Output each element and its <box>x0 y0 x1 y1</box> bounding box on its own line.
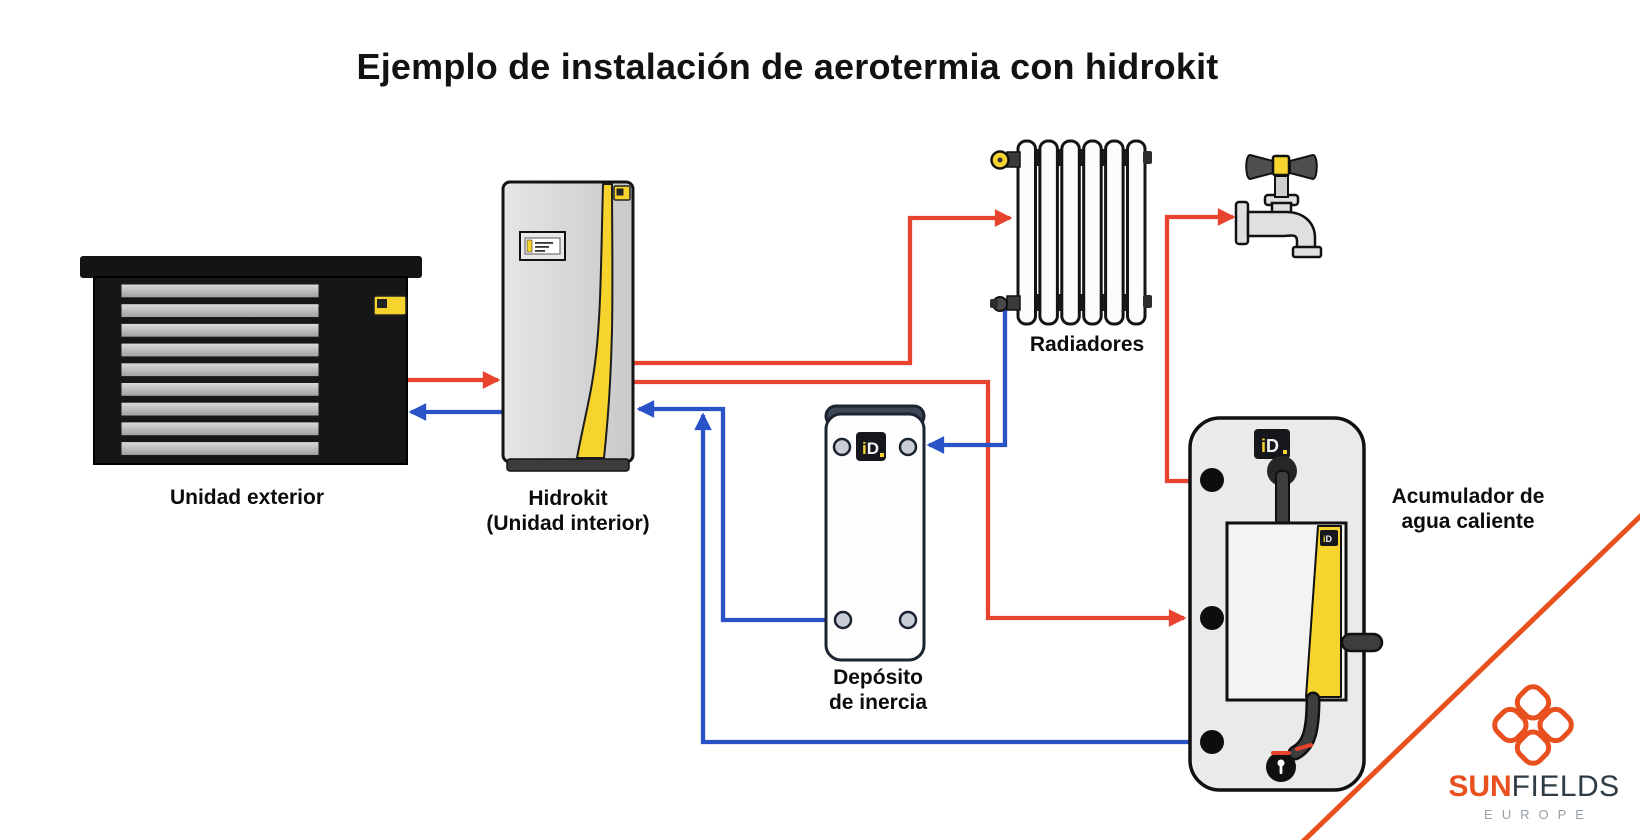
dhw-tank-label-line2: agua caliente <box>1401 509 1535 533</box>
buffer-badge-d: D <box>867 439 879 458</box>
faucet-handle-center <box>1271 154 1291 177</box>
dhw-tank-label: Acumulador de agua caliente <box>1368 485 1568 535</box>
buffer-tank-label: Depósito de inercia <box>778 666 978 716</box>
svg-text:iD: iD <box>1323 534 1333 544</box>
pipes-cold <box>408 306 1216 745</box>
dhw-side-handle <box>1340 632 1384 653</box>
brand-wordmark: SUNFIELDS EUROPE <box>1428 770 1640 822</box>
outdoor-unit <box>80 256 422 465</box>
radiator-bottom-valve <box>990 295 1021 312</box>
svg-text:iD: iD <box>1261 436 1279 456</box>
dhw-top-pipe <box>1275 470 1290 528</box>
hidrokit-brand-badge-mark <box>616 188 624 196</box>
buffer-badge-i: i <box>862 439 867 458</box>
dhw-badge-d: D <box>1266 436 1279 456</box>
radiator-top-valve <box>990 150 1021 170</box>
radiator-slats <box>1016 139 1147 326</box>
brand-clover-logo <box>1492 684 1574 766</box>
hidrokit-label: Hidrokit (Unidad interior) <box>468 487 668 537</box>
radiator-bottom-manifold <box>1018 294 1145 311</box>
dhw-stripe-badge-i: i <box>1323 534 1326 544</box>
outdoor-unit-brand-badge-mark <box>377 299 387 308</box>
brand-sun: SUN <box>1448 770 1512 803</box>
radiator <box>990 139 1152 326</box>
hidrokit-body <box>501 180 635 464</box>
radiators-label: Radiadores <box>1029 333 1145 356</box>
dhw-tank-brand-badge: iD <box>1254 429 1290 459</box>
dhw-module-yellow-stripe <box>1305 525 1342 698</box>
pipe-cold-dhw-tank-to-hidrokit <box>694 412 1216 745</box>
faucet-inlet-flange <box>1234 200 1250 246</box>
page-title: Ejemplo de instalación de aerotermia con… <box>356 46 1219 87</box>
faucet-handle-right <box>1289 154 1318 180</box>
dhw-bottom-pipe <box>1290 694 1318 758</box>
hidrokit-base <box>506 458 630 472</box>
pipe-cold-radiators-to-buffer <box>926 306 1008 454</box>
outdoor-unit-label: Unidad exterior <box>169 486 325 509</box>
dhw-drain-valve <box>1266 751 1296 782</box>
radiator-right-nub-bottom <box>1143 295 1152 308</box>
buffer-tank-body <box>824 412 926 662</box>
radiator-top-manifold <box>1018 149 1145 166</box>
faucet-outlet-flange <box>1291 245 1323 259</box>
buffer-tank: iD <box>824 404 926 662</box>
dhw-tank-label-line1: Acumulador de <box>1391 485 1545 508</box>
pipe-hot-dhw-tank-to-faucet <box>1164 208 1236 484</box>
hidrokit-display <box>519 231 566 261</box>
faucet-spout <box>1246 210 1317 250</box>
dhw-badge-i: i <box>1261 436 1266 456</box>
buffer-port-top-left <box>832 437 852 457</box>
dhw-stripe-badge: iD <box>1320 530 1338 546</box>
outdoor-unit-cap <box>80 256 422 278</box>
buffer-tank-label-line2: de inercia <box>828 690 928 714</box>
hidrokit-label-line1: Hidrokit <box>528 487 608 510</box>
dhw-port-middle <box>1200 606 1224 630</box>
dhw-port-top <box>1200 468 1224 492</box>
brand-diagonal-line <box>1300 513 1640 840</box>
dhw-stripe-badge-d: D <box>1326 534 1333 544</box>
dhw-port-bottom <box>1200 730 1224 754</box>
outdoor-unit-louvers <box>120 283 320 456</box>
pipe-cold-buffer-to-hidrokit <box>636 400 846 623</box>
buffer-tank-label-line1: Depósito <box>833 666 923 689</box>
radiator-right-nub-top <box>1143 151 1152 164</box>
faucet-stem <box>1274 175 1289 198</box>
pipes-hot <box>407 208 1236 627</box>
hidrokit-yellow-stripe <box>576 183 614 459</box>
dhw-pipe-red-mark <box>1295 743 1313 751</box>
buffer-port-bottom-right <box>898 610 918 630</box>
faucet-handle-left <box>1245 154 1274 180</box>
brand-europe: EUROPE <box>1484 807 1593 822</box>
buffer-tank-ports <box>832 437 918 630</box>
svg-text:iD: iD <box>862 439 879 458</box>
buffer-port-bottom-left <box>833 610 853 630</box>
dhw-tank: iD iD <box>1188 416 1384 792</box>
hidrokit-unit <box>501 180 635 472</box>
brand-fields: FIELDS <box>1511 770 1620 803</box>
faucet <box>1234 154 1323 259</box>
buffer-port-top-right <box>898 437 918 457</box>
pipe-hot-hidrokit-to-dhw-tank <box>633 379 1187 627</box>
pipe-hot-hidrokit-to-radiators <box>633 209 1013 366</box>
hidrokit-label-line2: (Unidad interior) <box>486 511 650 535</box>
buffer-tank-brand-badge: iD <box>856 432 886 461</box>
dhw-left-ports <box>1200 468 1224 754</box>
